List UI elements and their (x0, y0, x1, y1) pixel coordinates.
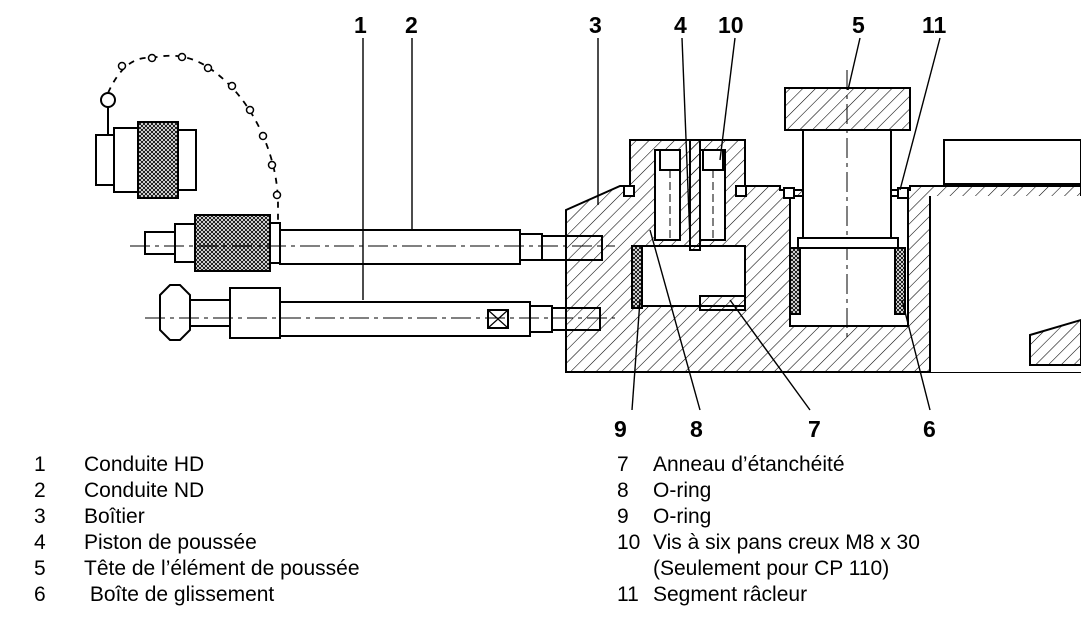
callout-5: 5 (852, 12, 865, 38)
callout-9: 9 (614, 416, 627, 442)
callout-7: 7 (808, 416, 821, 442)
technical-drawing: 1 2 3 4 10 5 11 9 8 7 6 (95, 12, 1081, 442)
low-pressure-line (130, 214, 615, 272)
push-element-head (783, 70, 911, 340)
callout-8: 8 (690, 416, 703, 442)
retaining-chain (107, 54, 279, 250)
high-pressure-line (145, 284, 615, 341)
callout-10: 10 (718, 12, 744, 38)
callout-2: 2 (405, 12, 418, 38)
adjacent-element (943, 139, 1081, 366)
callout-1: 1 (354, 12, 367, 38)
quick-coupling-cap (95, 92, 197, 199)
leader-lines (362, 37, 941, 411)
callout-6: 6 (923, 416, 936, 442)
callout-11: 11 (922, 12, 947, 38)
callout-3: 3 (589, 12, 602, 38)
push-piston (623, 139, 747, 311)
callout-4: 4 (674, 12, 687, 38)
chain-beads (117, 52, 282, 200)
